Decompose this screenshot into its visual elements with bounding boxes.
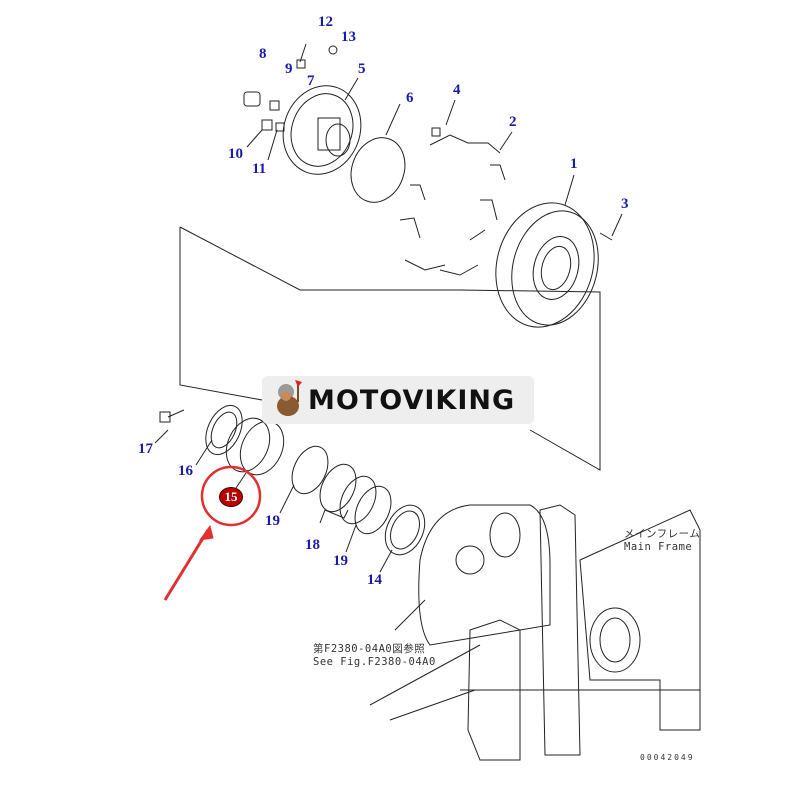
- main-frame-note: メインフレーム Main Frame: [624, 528, 701, 553]
- part-label-8[interactable]: 8: [259, 46, 267, 62]
- part-label-1[interactable]: 1: [570, 156, 578, 172]
- small-bolts: [243, 43, 338, 132]
- bearing-and-seals: [159, 404, 426, 556]
- highlight-marker: [163, 465, 262, 601]
- part-label-14[interactable]: 14: [367, 572, 382, 588]
- part-label-9[interactable]: 9: [285, 61, 293, 77]
- part-label-16[interactable]: 16: [178, 463, 193, 479]
- part-label-15-highlighted[interactable]: 15: [219, 487, 243, 507]
- part-label-19-second[interactable]: 19: [333, 553, 348, 569]
- leader-lines: [154, 77, 623, 706]
- main-frame: [389, 504, 701, 761]
- segments-part-2: [399, 127, 506, 276]
- part-label-18[interactable]: 18: [305, 537, 320, 553]
- reference-box-lines: [179, 226, 601, 471]
- watermark-brand-text: MOTOVIKING: [308, 384, 516, 416]
- part-label-5[interactable]: 5: [358, 61, 366, 77]
- part-label-17[interactable]: 17: [138, 441, 153, 457]
- part-label-6[interactable]: 6: [406, 90, 414, 106]
- part-label-19[interactable]: 19: [265, 513, 280, 529]
- part-label-2[interactable]: 2: [509, 114, 517, 130]
- o-ring-part-6: [350, 137, 406, 203]
- sprocket-hub-part-1: [495, 202, 613, 328]
- part-label-13[interactable]: 13: [341, 29, 356, 45]
- part-label-3[interactable]: 3: [621, 196, 629, 212]
- figure-code: 00042049: [640, 753, 695, 762]
- part-label-4[interactable]: 4: [453, 82, 461, 98]
- see-fig-note: 第F2380-04A0図参照 See Fig.F2380-04A0: [313, 643, 436, 668]
- part-label-11[interactable]: 11: [252, 161, 267, 177]
- watermark-logo: MOTOVIKING: [262, 376, 534, 424]
- viking-mascot-icon: [277, 380, 302, 416]
- part-label-12[interactable]: 12: [318, 14, 333, 30]
- part-label-10[interactable]: 10: [228, 146, 243, 162]
- hub-flange-part-5: [282, 85, 362, 175]
- final-drive-case: [394, 504, 551, 646]
- part-label-7[interactable]: 7: [307, 73, 315, 89]
